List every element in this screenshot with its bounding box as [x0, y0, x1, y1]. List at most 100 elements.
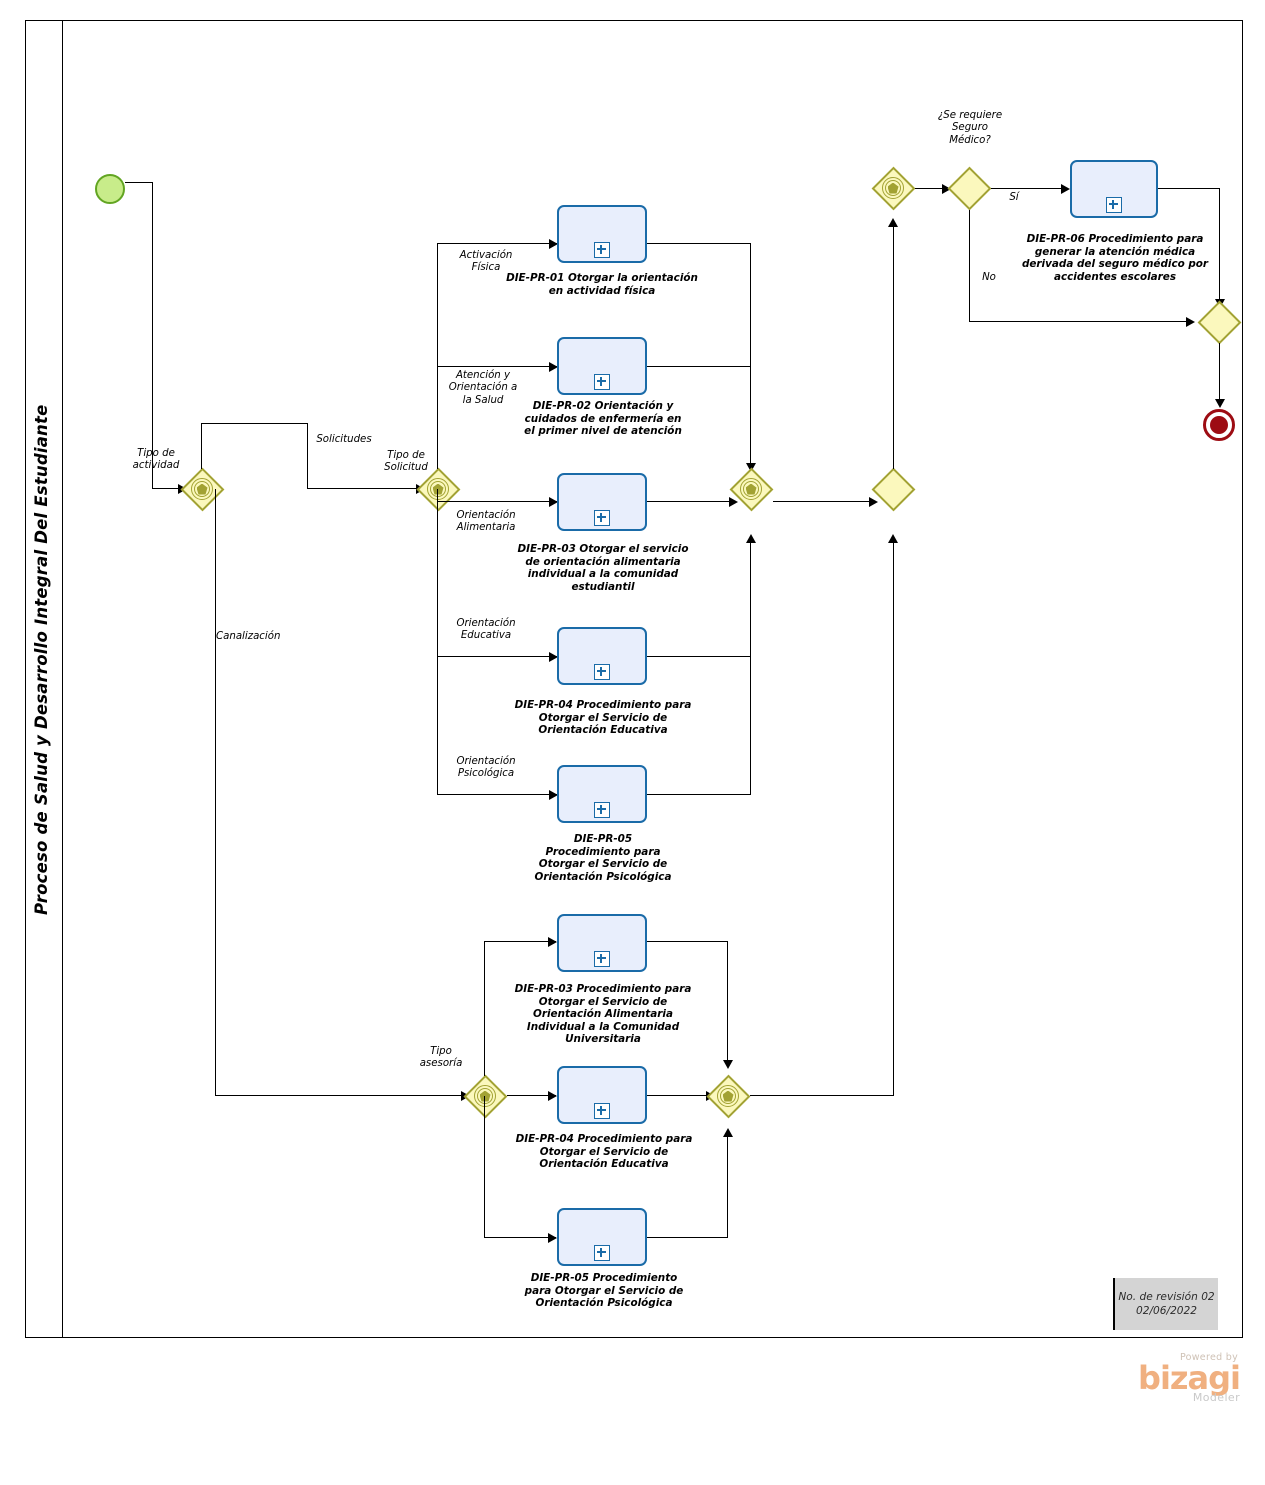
flow-branch3-h: [437, 501, 557, 503]
flow-solicitudes-h1: [201, 423, 308, 425]
gateway-inner-ring: [743, 481, 759, 497]
flow-no-h: [969, 321, 1188, 323]
flow-asesoria-merge-down-arrow: [723, 1128, 733, 1137]
gateway-merge-asesoria[interactable]: [706, 1074, 750, 1118]
watermark-powered-by: Powered by: [1179, 1352, 1238, 1363]
flow-branch4-arrow: [549, 652, 558, 662]
gateway-pentagon-icon: [196, 483, 208, 495]
gateway-inner-ring: [720, 1088, 736, 1104]
task-die-pr-03-universitaria[interactable]: [557, 914, 647, 972]
gateway-outer-ring: [882, 177, 904, 199]
task-die-pr-04-educativa-2[interactable]: [557, 1066, 647, 1124]
flow-merge3-arrow: [729, 497, 738, 507]
flow-merge-spine-down: [750, 537, 752, 795]
gateway-merge-solicitud[interactable]: [729, 467, 773, 511]
gateway-pentagon-icon: [887, 182, 899, 194]
bizagi-watermark: Powered by bizagi Modeler: [1040, 1352, 1241, 1404]
flow-to-central-arrow: [869, 497, 878, 507]
gateway-outer-ring: [740, 478, 762, 500]
flow-asesoria-merge-up-arrow: [723, 1060, 733, 1069]
flow-no-v: [969, 210, 971, 322]
watermark-brand-logo: bizagi: [1138, 1359, 1241, 1397]
subprocess-expand-icon[interactable]: [594, 664, 610, 680]
gateway-diamond: [871, 467, 915, 511]
flow-asesoria-out-h: [750, 1095, 894, 1097]
revision-text: No. de revisión 02 02/06/2022: [1118, 1290, 1214, 1318]
task-label-die-pr-04-educativa-2: DIE-PR-04 Procedimiento para Otorgar el …: [515, 1133, 693, 1171]
flow-branch4-h: [437, 656, 557, 658]
task-die-pr-05-psicologica[interactable]: [557, 765, 647, 823]
flow-merge3-h: [647, 501, 731, 503]
task-label-die-pr-03-estudiantil: DIE-PR-03 Otorgar el servicio de orienta…: [517, 543, 689, 593]
flow-asesoriaC-arrow: [548, 1233, 557, 1243]
flow-to-question-h: [915, 188, 947, 190]
flow-label-orientacion-educativa: Orientación Educativa: [456, 618, 516, 642]
start-event[interactable]: [95, 174, 125, 204]
task-die-pr-05-psicologica-2[interactable]: [557, 1208, 647, 1266]
flow-branch1-h: [437, 243, 557, 245]
subprocess-expand-icon[interactable]: [594, 374, 610, 390]
gateway-tipo-actividad[interactable]: [180, 467, 224, 511]
task-die-pr-01[interactable]: [557, 205, 647, 263]
flow-label-orientacion-alimentaria: Orientación Alimentaria: [456, 510, 516, 534]
pool-title: Proceso de Salud y Desarrollo Integral D…: [32, 404, 51, 915]
gateway-diamond: [1197, 300, 1241, 344]
flow-asesoria-out-v: [893, 537, 895, 1096]
subprocess-expand-icon[interactable]: [1106, 197, 1122, 213]
gateway-seguro-medico[interactable]: [947, 166, 991, 210]
task-die-pr-04-educativa[interactable]: [557, 627, 647, 685]
task-die-pr-03-estudiantil[interactable]: [557, 473, 647, 531]
revision-line-2: 02/06/2022: [1135, 1305, 1198, 1317]
flow-central-up-arrow: [888, 218, 898, 227]
flow-label-orientacion-psicologica: Orientación Psicológica: [456, 756, 516, 780]
subprocess-expand-icon[interactable]: [594, 1103, 610, 1119]
subprocess-expand-icon[interactable]: [594, 802, 610, 818]
flow-asesoriaB-h: [507, 1095, 556, 1097]
flow-merge5-h: [647, 794, 751, 796]
end-event[interactable]: [1203, 409, 1235, 441]
flow-asesoria-spine-down: [484, 1096, 486, 1237]
task-label-die-pr-02: DIE-PR-02 Orientación y cuidados de enfe…: [524, 400, 682, 438]
flow-asesoriaA-arrow: [548, 937, 557, 947]
gateway-join-final[interactable]: [1197, 300, 1241, 344]
subprocess-expand-icon[interactable]: [594, 510, 610, 526]
gateway-diamond: [947, 166, 991, 210]
flow-central-up-v: [893, 221, 895, 469]
watermark-product-name: Modeler: [1192, 1391, 1240, 1404]
flow-solicitudes-v1: [201, 423, 203, 469]
flow-asesoriaB-arrow: [548, 1091, 557, 1101]
flow-branch2-h: [437, 366, 557, 368]
subprocess-expand-icon[interactable]: [594, 242, 610, 258]
flow-asesoria-mergeA-h: [647, 941, 728, 943]
flow-to-end-arrow: [1215, 399, 1225, 408]
flow-label-si: Sí: [1009, 192, 1019, 203]
task-label-die-pr-05-psicologica-2: DIE-PR-05 Procedimiento para Otorgar el …: [524, 1272, 684, 1310]
task-die-pr-06[interactable]: [1070, 160, 1158, 218]
task-label-die-pr-01: DIE-PR-01 Otorgar la orientación en acti…: [506, 272, 698, 297]
flow-merge2-h: [647, 366, 751, 368]
flow-merge-bottom-arrow: [746, 534, 756, 543]
flow-to-central-h: [773, 501, 871, 503]
flow-asesoriaA-h: [484, 941, 556, 943]
flow-label-atencion-salud: Atención y Orientación a la Salud: [448, 370, 518, 406]
revision-line-1: No. de revisión 02: [1118, 1291, 1215, 1303]
flow-asesoria-out-arrow: [888, 534, 898, 543]
subprocess-expand-icon[interactable]: [594, 1245, 610, 1261]
gateway-inner-ring: [885, 180, 901, 196]
gateway-merge-central[interactable]: [871, 467, 915, 511]
flow-start-v: [152, 182, 154, 489]
revision-box: No. de revisión 02 02/06/2022: [1113, 1278, 1218, 1330]
task-label-die-pr-03-universitaria: DIE-PR-03 Procedimiento para Otorgar el …: [514, 983, 692, 1046]
subprocess-expand-icon[interactable]: [594, 951, 610, 967]
flow-branch1-arrow: [549, 239, 558, 249]
flow-pr06-h: [1158, 188, 1220, 190]
task-die-pr-02[interactable]: [557, 337, 647, 395]
pool-border: [25, 20, 1243, 1338]
flow-asesoria-merge-up-v: [727, 941, 729, 1062]
gateway-merge-seguro[interactable]: [871, 166, 915, 210]
flow-split-spine-down: [437, 489, 439, 794]
flow-label-solicitudes: Solicitudes: [316, 434, 372, 445]
flow-merge1-h: [647, 243, 751, 245]
lane-divider: [62, 20, 63, 1338]
